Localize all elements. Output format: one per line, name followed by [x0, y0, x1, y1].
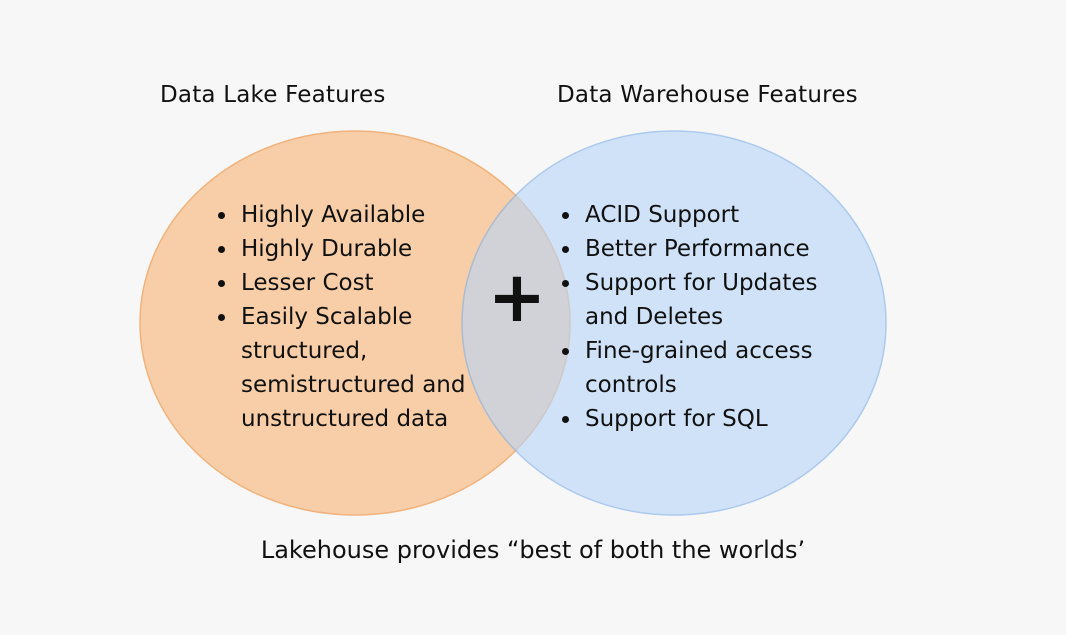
plus-icon: + — [487, 256, 547, 338]
data-lake-feature-list: Highly Available Highly Durable Lesser C… — [218, 198, 488, 436]
lakehouse-caption: Lakehouse provides “best of both the wor… — [260, 536, 806, 564]
list-item: Fine-grained access controls — [562, 334, 862, 402]
data-warehouse-heading: Data Warehouse Features — [557, 82, 858, 108]
list-item: Highly Durable — [218, 232, 488, 266]
list-item: Highly Available — [218, 198, 488, 232]
data-warehouse-feature-list: ACID Support Better Performance Support … — [562, 198, 862, 436]
list-item: ACID Support — [562, 198, 862, 232]
list-item: Lesser Cost — [218, 266, 488, 300]
list-item: Support for Updates and Deletes — [562, 266, 862, 334]
list-item: Easily Scalable structured, semistructur… — [218, 300, 488, 436]
data-lake-heading: Data Lake Features — [160, 82, 386, 108]
list-item: Support for SQL — [562, 402, 862, 436]
list-item: Better Performance — [562, 232, 862, 266]
